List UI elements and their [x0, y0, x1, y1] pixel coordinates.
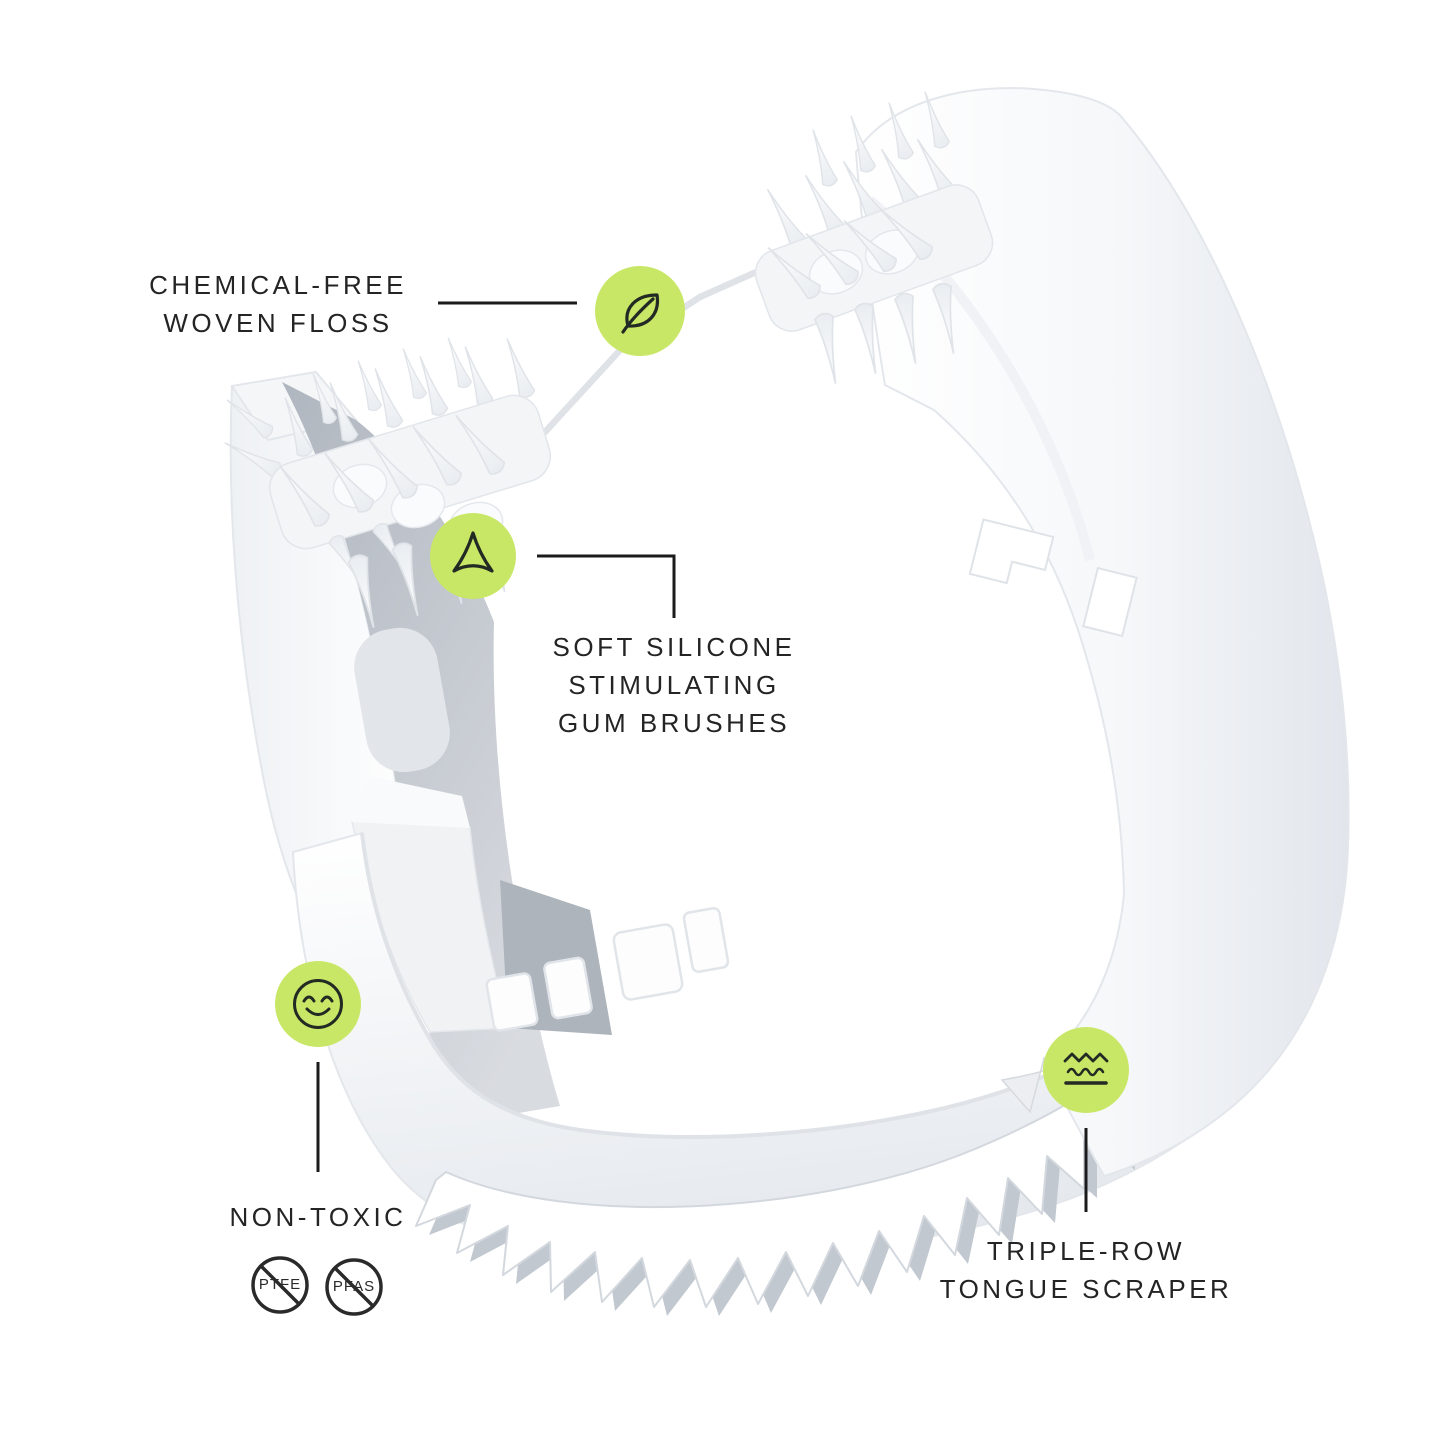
bite-block-top [352, 776, 470, 828]
leaf-icon [621, 293, 660, 334]
location-arrow-icon-badge [430, 513, 516, 599]
bite-tabs [485, 907, 730, 1032]
no-pfas-icon [325, 1258, 383, 1316]
gum-brush-left [220, 334, 552, 631]
no-ptfe-icon [251, 1256, 309, 1314]
pfas-badge-label: PFAS [332, 1278, 376, 1295]
smiley-face-icon-badge [275, 961, 361, 1047]
right-arm-notches [968, 518, 1138, 638]
smiley-face-icon [293, 979, 343, 1029]
flosser-product [220, 87, 1350, 1316]
inner-wall-tab [354, 627, 450, 773]
floss-label-line1: CHEMICAL-FREE [149, 270, 407, 300]
location-arrow-icon [452, 531, 494, 573]
gum-brushes-label-line3: GUM BRUSHES [557, 708, 791, 738]
non-toxic-label: NON-TOXIC [168, 1198, 468, 1236]
waves-icon [1063, 1052, 1109, 1085]
gum-brushes-connector-line [537, 554, 676, 618]
tongue-scraper-label-line2: TONGUE SCRAPER [939, 1274, 1233, 1304]
non-toxic-label-line1: NON-TOXIC [229, 1202, 407, 1232]
gum-brushes-label-line1: SOFT SILICONE [552, 632, 796, 662]
tongue-scraper-label: TRIPLE-ROW TONGUE SCRAPER [886, 1232, 1286, 1308]
tongue-scraper-label-line1: TRIPLE-ROW [986, 1236, 1186, 1266]
callout-connectors [316, 301, 1088, 1212]
leaf-icon-badge [595, 266, 685, 356]
gum-brush-right [754, 88, 994, 387]
floss-label-line2: WOVEN FLOSS [163, 308, 393, 338]
ptfe-badge-label: PTFE [258, 1276, 302, 1293]
waves-icon-badge [1043, 1027, 1129, 1113]
gum-brushes-label-line2: STIMULATING [568, 670, 780, 700]
floss-label: CHEMICAL-FREE WOVEN FLOSS [108, 266, 448, 342]
gum-brushes-label: SOFT SILICONE STIMULATING GUM BRUSHES [494, 628, 854, 742]
